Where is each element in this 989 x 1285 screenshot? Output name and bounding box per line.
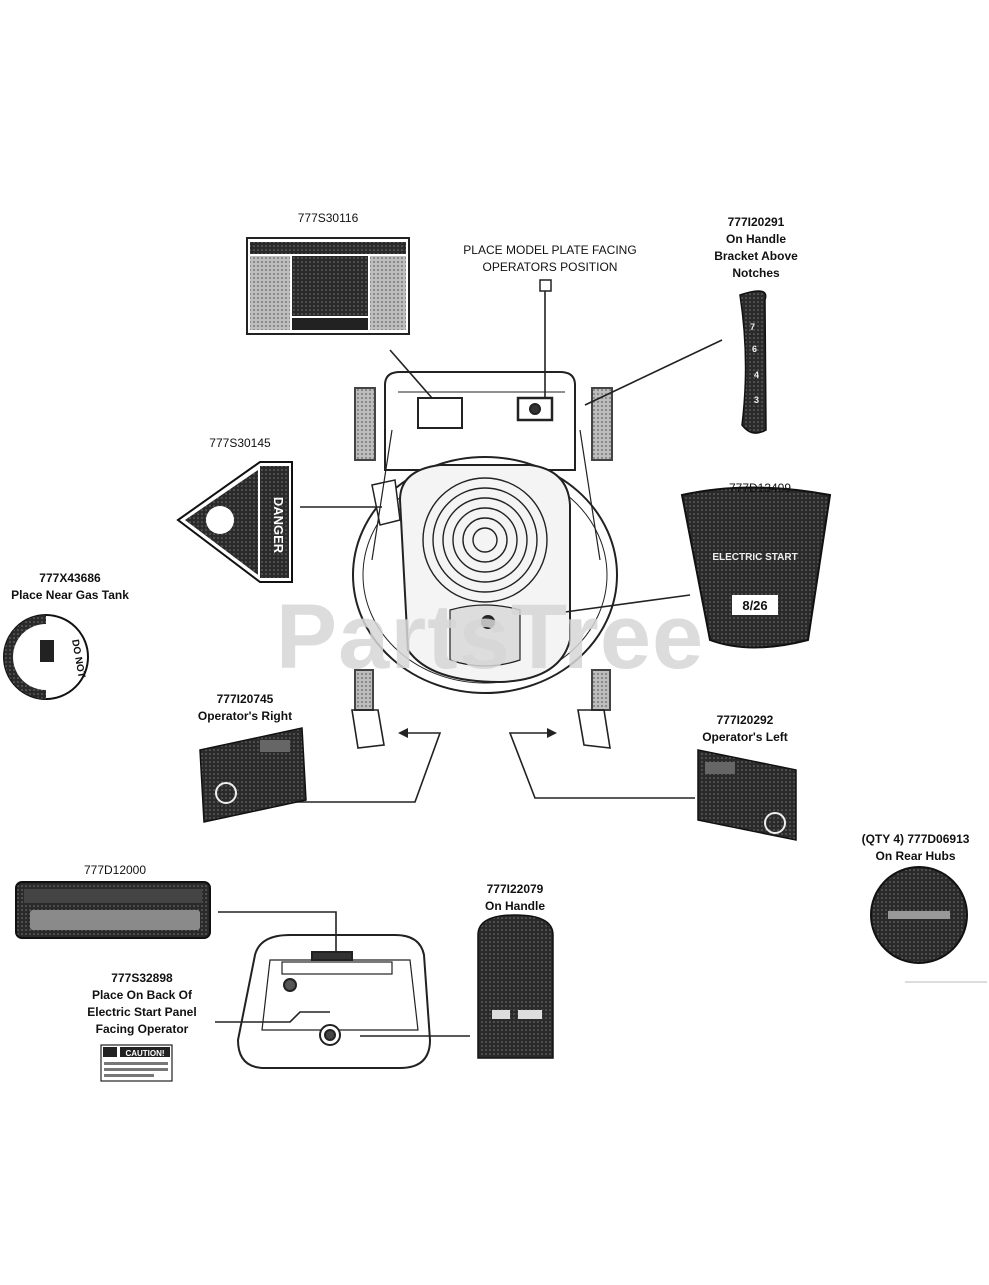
leader-i20292 [508,732,695,799]
watermark: PartsTree [275,586,705,688]
decal-777D12000 [15,881,211,939]
leader-d12000 [218,911,337,952]
electric-start-text: ELECTRIC START [712,552,797,563]
mower-deck [352,456,618,694]
engine-shroud [398,464,571,684]
decal-777I20291: 7 6 4 3 [739,290,767,434]
label-777X43686: 777X43686 Place Near Gas Tank [11,571,129,602]
decal-777S30145: DANGER [176,461,293,583]
label-777S30116: 777S30116 [297,211,359,225]
label-777S32898: 777S32898 Place On Back Of Electric Star… [87,971,197,1036]
rear-wheel-right [591,387,613,461]
label-777I20291: 777I20291 On Handle Bracket Above Notche… [714,215,798,280]
label-777I20745: 777I20745 Operator's Right [197,692,293,723]
label-777S30145: 777S30145 [209,436,271,450]
control-panel-outline [236,934,432,1069]
leader-lines [215,290,723,1037]
leader-i20291 [584,339,723,406]
control-panel-view [236,934,432,1069]
label-777I22079: 777I22079 On Handle [484,882,545,913]
decal-777D13409: ELECTRIC START 8/26 [680,486,832,649]
rear-wheel-left [354,387,376,461]
label-777D12000: 777D12000 [83,863,147,877]
decal-777D06913 [870,866,987,983]
label-model-plate: PLACE MODEL PLATE FACING OPERATORS POSIT… [463,243,637,274]
engine-recoil [422,477,548,603]
decal-777X43686: DO NOT [3,614,89,700]
model-plate-dot [529,403,541,415]
decal-777S30116 [246,237,410,335]
dash-decal-left [417,397,463,429]
label-777D13409: 777D13409 [728,481,792,495]
svg-text:6: 6 [752,344,757,354]
panel-decal-strip [311,951,353,961]
mower-top-view [351,371,618,749]
label-777D06913: (QTY 4) 777D06913 On Rear Hubs [861,832,970,863]
speed-badge: 8/26 [742,598,767,613]
leader-i20745 [285,732,442,803]
arrow-right-decal [398,728,408,738]
leader-d13409 [564,594,691,613]
leader-s32898 [215,1011,330,1023]
svg-text:3: 3 [754,395,759,405]
danger-text: DANGER [271,497,286,554]
model-plate-square [539,279,552,292]
svg-text:7: 7 [750,322,755,332]
arrow-left-decal [547,728,557,738]
label-777I20292: 777I20292 Operator's Left [702,713,788,744]
decal-777I20745 [199,727,307,823]
mower-dash-panel [384,371,576,471]
decal-777I20292 [697,749,797,841]
leader-s30116 [389,349,433,399]
svg-text:4: 4 [754,370,759,380]
decal-777S32898: CAUTION! [100,1044,173,1082]
caution-text: CAUTION! [125,1049,164,1058]
decal-777I22079 [477,914,554,1059]
